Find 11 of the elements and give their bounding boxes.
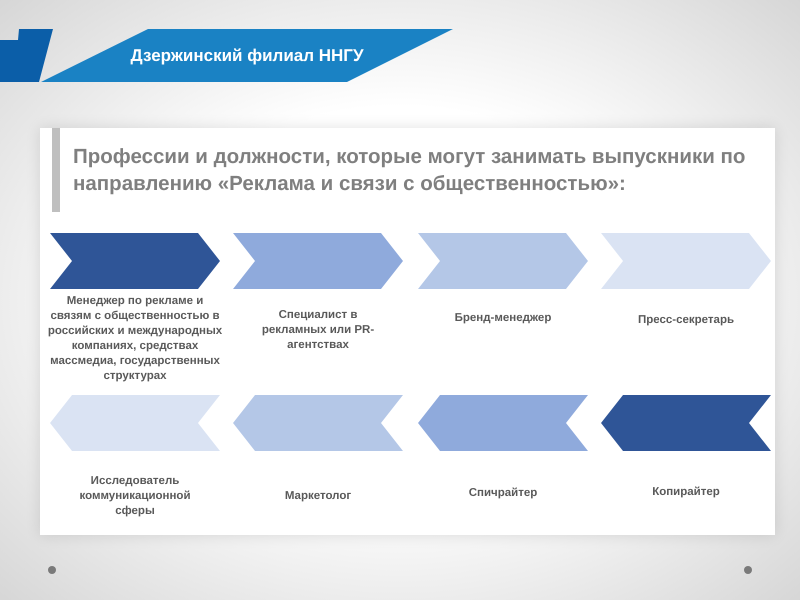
job-title: Менеджер по рекламе и связям с общественностью в российских и международных компаниях, средствах массмедиа, государственных структурах [46,294,224,384]
job-title: Исследователь коммуникационной сферы [78,474,192,519]
job-title: Копирайтер [652,485,720,500]
job-title: Спичрайтер [468,486,538,501]
job-title: Пресс-секретарь [638,313,734,328]
job-title: Бренд-менеджер [454,311,552,326]
header-banner [41,29,453,82]
job-title: Маркетолог [284,489,352,504]
banner-title: Дзержинский филиал ННГУ [130,46,364,66]
slide-title: Профессии и должности, которые могут занимать выпускники по направлению «Реклама и связи с общественностью»: [73,144,746,197]
job-title: Специалист в рекламных или PR-агентствах [260,308,376,353]
